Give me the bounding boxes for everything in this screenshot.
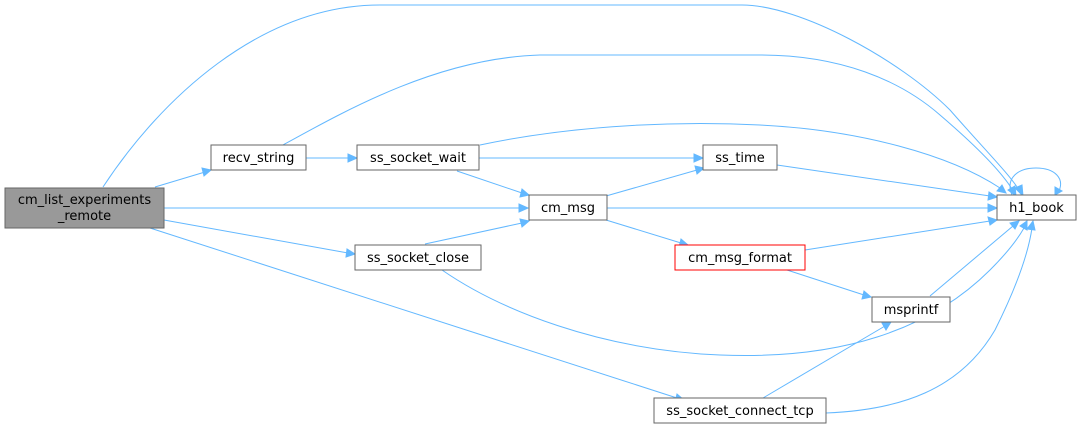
edge-cm_list_experiments_remote-to-recv_string bbox=[154, 171, 206, 188]
arrow-head bbox=[987, 203, 999, 213]
node-ss_socket_wait[interactable]: ss_socket_wait bbox=[356, 144, 480, 171]
edge-cm_msg_format-to-h1_book bbox=[804, 220, 991, 251]
arrow-head bbox=[1026, 219, 1036, 231]
node-label: cm_msg_format bbox=[688, 251, 792, 266]
node-cm_list_experiments_remote[interactable]: cm_list_experiments _remote bbox=[4, 187, 165, 229]
edge-msprintf-to-h1_book bbox=[929, 225, 1014, 297]
edge-ss_socket_close-to-h1_book bbox=[441, 227, 1025, 357]
node-label: h1_book bbox=[1009, 201, 1064, 216]
node-box bbox=[871, 296, 951, 323]
arrow-head bbox=[519, 218, 531, 228]
node-label: _remote bbox=[57, 209, 111, 224]
arrow-head bbox=[519, 188, 531, 198]
arrow-head bbox=[1007, 185, 1017, 198]
edge-recv_string-to-h1_book bbox=[282, 54, 1013, 190]
edge-cm_msg-to-cm_msg_format bbox=[605, 219, 682, 244]
node-msprintf[interactable]: msprintf bbox=[871, 296, 951, 323]
node-ss_time[interactable]: ss_time bbox=[702, 144, 778, 171]
node-label: cm_list_experiments bbox=[18, 193, 152, 208]
edge-cm_msg-to-ss_time bbox=[605, 169, 698, 197]
nodes-layer: cm_list_experiments _remote recv_string … bbox=[4, 144, 1077, 424]
arrow-head bbox=[881, 321, 892, 331]
node-box bbox=[674, 244, 806, 271]
node-label: recv_string bbox=[223, 151, 295, 166]
node-label: ss_socket_close bbox=[367, 251, 469, 266]
node-box bbox=[702, 144, 778, 171]
node-box bbox=[354, 244, 482, 271]
arrow-head bbox=[1009, 220, 1020, 230]
node-box bbox=[653, 397, 827, 424]
edge-cm_msg_format-to-msprintf bbox=[786, 269, 865, 296]
node-box bbox=[4, 187, 165, 229]
edge-ss_socket_wait-to-h1_book bbox=[479, 123, 1001, 189]
arrow-head bbox=[694, 165, 706, 175]
edges-layer bbox=[102, 4, 1064, 414]
node-box bbox=[528, 194, 608, 221]
arrow-head bbox=[1014, 184, 1024, 198]
edge-ss_socket_connect_tcp-to-msprintf bbox=[762, 325, 886, 399]
arrow-head bbox=[996, 184, 1007, 194]
node-label: cm_msg bbox=[541, 201, 595, 216]
arrow-head bbox=[518, 203, 530, 213]
arrow-head bbox=[347, 153, 359, 163]
node-label: ss_time bbox=[715, 151, 764, 166]
node-cm_msg[interactable]: cm_msg bbox=[528, 194, 608, 221]
edge-ss_socket_close-to-cm_msg bbox=[424, 222, 523, 245]
node-label: msprintf bbox=[884, 303, 939, 318]
arrow-head bbox=[1019, 220, 1028, 231]
arrow-head bbox=[1054, 186, 1064, 196]
node-box bbox=[996, 194, 1077, 221]
edge-ss_time-to-h1_book bbox=[776, 164, 991, 197]
arrow-head bbox=[987, 191, 999, 201]
node-box bbox=[210, 144, 307, 171]
node-ss_socket_connect_tcp[interactable]: ss_socket_connect_tcp bbox=[653, 397, 827, 424]
node-box bbox=[356, 144, 480, 171]
arrow-head bbox=[345, 248, 357, 258]
arrow-head bbox=[987, 216, 999, 226]
edge-ss_socket_wait-to-cm_msg bbox=[456, 170, 523, 194]
node-recv_string[interactable]: recv_string bbox=[210, 144, 307, 171]
arrow-head bbox=[693, 153, 705, 163]
edge-cm_list_experiments_remote-to-ss_socket_close bbox=[163, 219, 349, 254]
node-label: ss_socket_connect_tcp bbox=[666, 404, 813, 419]
arrow-head bbox=[861, 290, 873, 300]
node-label: ss_socket_wait bbox=[370, 151, 466, 166]
arrow-head bbox=[201, 167, 213, 177]
node-ss_socket_close[interactable]: ss_socket_close bbox=[354, 244, 482, 271]
edge-cm_list_experiments_remote-to-ss_socket_connect_tcp bbox=[149, 227, 678, 399]
edge-h1_book-self-loop bbox=[1009, 167, 1061, 196]
node-h1_book[interactable]: h1_book bbox=[996, 194, 1077, 221]
edge-cm_list_experiments_remote-to-h1_book bbox=[102, 4, 1020, 191]
edge-ss_socket_connect_tcp-to-h1_book bbox=[825, 227, 1033, 414]
node-cm_msg_format[interactable]: cm_msg_format bbox=[674, 244, 806, 271]
